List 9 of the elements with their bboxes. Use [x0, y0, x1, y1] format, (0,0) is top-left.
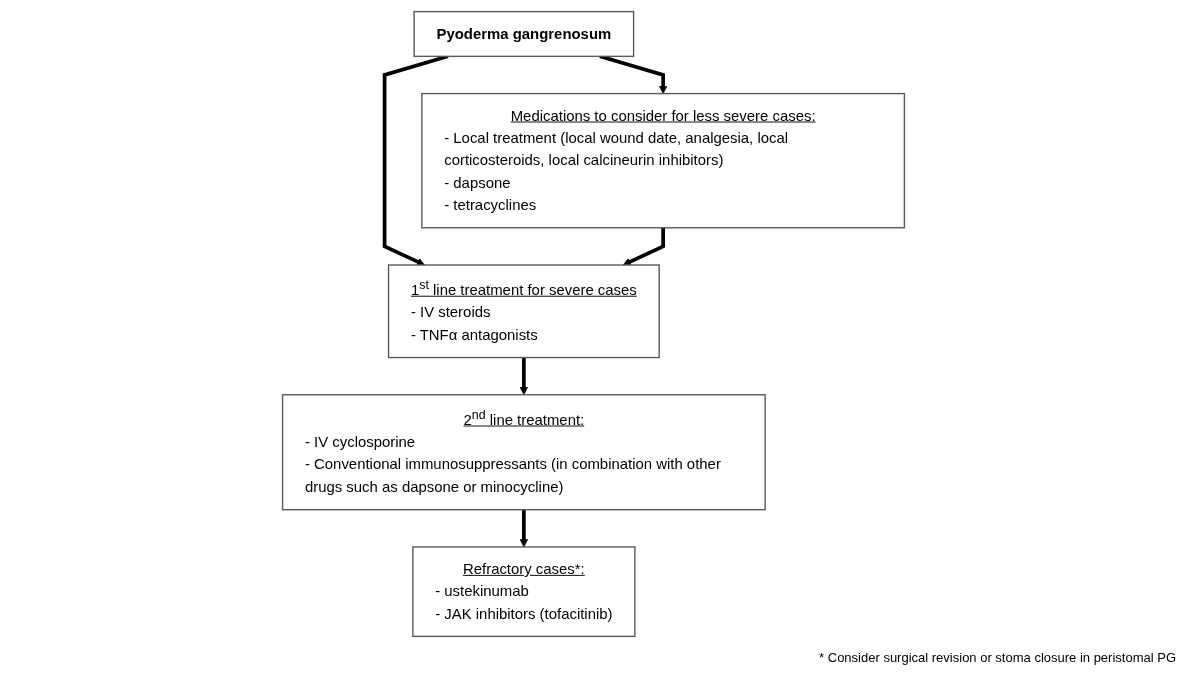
arrow	[519, 357, 528, 396]
node-box: Medications to consider for less severe cases: - Local treatment (local wound date, analgesia, local corticosteroids, local calcineurin inhibitors) - dapsone - tetracyclines	[420, 92, 905, 229]
arrow	[519, 509, 528, 548]
footnote: * Consider surgical revision or stoma closure in peristomal PG	[819, 650, 1176, 665]
node-box: 2$^{nd}$ line treatment: - IV cyclosporine - Conventional immunosuppressants (in combination with other drugs such as dapsone or minocycline)	[281, 394, 766, 511]
node-box: Pyoderma gangrenosum	[412, 10, 634, 58]
arrow	[622, 227, 665, 266]
node-box: 1$^{st}$ line treatment for severe cases - IV steroids - TNFα antagonists	[387, 264, 660, 359]
node-box: Refractory cases*: - ustekinumab - JAK inhibitors (tofacitinib)	[411, 546, 636, 638]
